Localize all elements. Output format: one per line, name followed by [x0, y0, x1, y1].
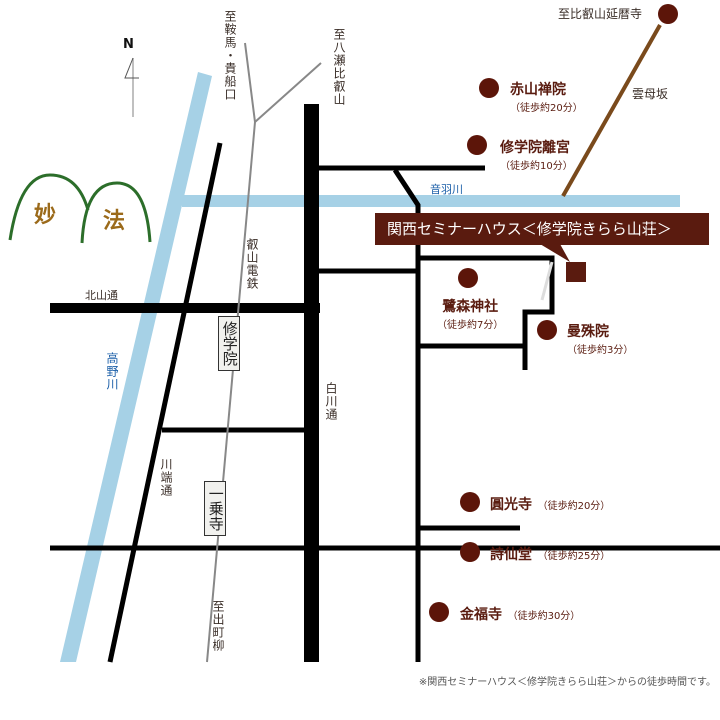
poi-marker-enkoji — [460, 492, 480, 512]
poi-time: （徒歩約7分） — [437, 320, 504, 331]
road-label-kitayama: 北山通 — [85, 289, 118, 302]
poi-time: （徒歩約20分） — [537, 501, 611, 512]
slope-label-kirara: 雲母坂 — [632, 87, 669, 101]
poi-name: 金福寺 — [460, 607, 502, 623]
poi-name: 修学院離宮 — [500, 140, 570, 156]
road-loop — [418, 255, 555, 370]
direction-yase: 至八瀬比叡山 — [332, 28, 346, 106]
river-takano — [60, 72, 212, 662]
poi-name: 詩仙堂 — [490, 547, 532, 563]
mountain-myo — [8, 173, 90, 241]
rail-eizan-branch — [254, 62, 322, 123]
road-shirakawa — [304, 104, 319, 662]
poi-name: 曼殊院 — [567, 324, 609, 340]
poi-marker-rikyu — [467, 135, 487, 155]
river-label-takano: 高野川 — [105, 352, 119, 391]
poi-manshuin[interactable]: 曼殊院 （徒歩約3分） — [567, 321, 633, 356]
road-kawabata — [107, 142, 223, 663]
road-to-seminar-house — [392, 168, 421, 662]
poi-marker-shisendo — [460, 542, 480, 562]
road-kitayama — [50, 303, 320, 313]
road-label-shirakawa: 白川通 — [324, 382, 338, 421]
poi-marker-sagimori — [458, 268, 478, 288]
road-label-kawabata: 川端通 — [159, 458, 173, 497]
station-shugakuin[interactable]: 修学院 — [218, 316, 240, 371]
path — [540, 261, 554, 301]
direction-kurama: 至鞍馬・貴船口 — [223, 10, 237, 101]
seminar-house-banner[interactable]: 関西セミナーハウス＜修学院きらら山荘＞ — [375, 213, 709, 245]
river-label-otowa: 音羽川 — [430, 183, 463, 196]
rail-label-eizan: 叡山電鉄 — [245, 238, 259, 290]
poi-name: 鷺森神社 — [442, 299, 499, 315]
direction-enryakuji: 至比叡山延暦寺 — [558, 7, 643, 21]
kirara-slope-path — [561, 24, 662, 197]
mountain-char-myo: 妙 — [34, 203, 57, 228]
poi-time: （徒歩約10分） — [500, 161, 573, 172]
poi-marker-sekizan — [479, 78, 499, 98]
poi-sagimori[interactable]: 鷺森神社 （徒歩約7分） — [437, 296, 503, 331]
mountain-char-ho: 法 — [103, 209, 126, 234]
poi-time: （徒歩約25分） — [537, 551, 611, 562]
poi-shisendo[interactable]: 詩仙堂 （徒歩約25分） — [490, 544, 610, 564]
poi-marker-konpukuji — [429, 602, 449, 622]
compass-label: N — [123, 37, 134, 52]
poi-name: 赤山禅院 — [510, 82, 566, 98]
poi-time: （徒歩約3分） — [567, 345, 634, 356]
banner-pointer — [540, 244, 570, 262]
seminar-house-marker — [566, 262, 586, 282]
footnote: ※関西セミナーハウス＜修学院きらら山荘＞からの徒歩時間です。 — [418, 677, 716, 688]
enryakuji-marker — [658, 4, 678, 24]
north-arrow-head — [124, 57, 139, 79]
direction-demachiyanagi: 至出町柳 — [211, 600, 225, 652]
poi-enkoji[interactable]: 圓光寺 （徒歩約20分） — [490, 494, 610, 514]
poi-time: （徒歩約30分） — [507, 611, 581, 622]
poi-marker-manshuin — [537, 320, 557, 340]
poi-name: 圓光寺 — [490, 497, 532, 513]
station-ichijoji[interactable]: 一乗寺 — [204, 481, 226, 536]
mountain-ho — [80, 181, 152, 244]
poi-konpukuji[interactable]: 金福寺 （徒歩約30分） — [460, 604, 580, 624]
poi-sekizan[interactable]: 赤山禅院 （徒歩約20分） — [510, 79, 583, 114]
poi-time: （徒歩約20分） — [510, 103, 583, 114]
poi-shugakuin-rikyu[interactable]: 修学院離宮 （徒歩約10分） — [500, 137, 573, 172]
